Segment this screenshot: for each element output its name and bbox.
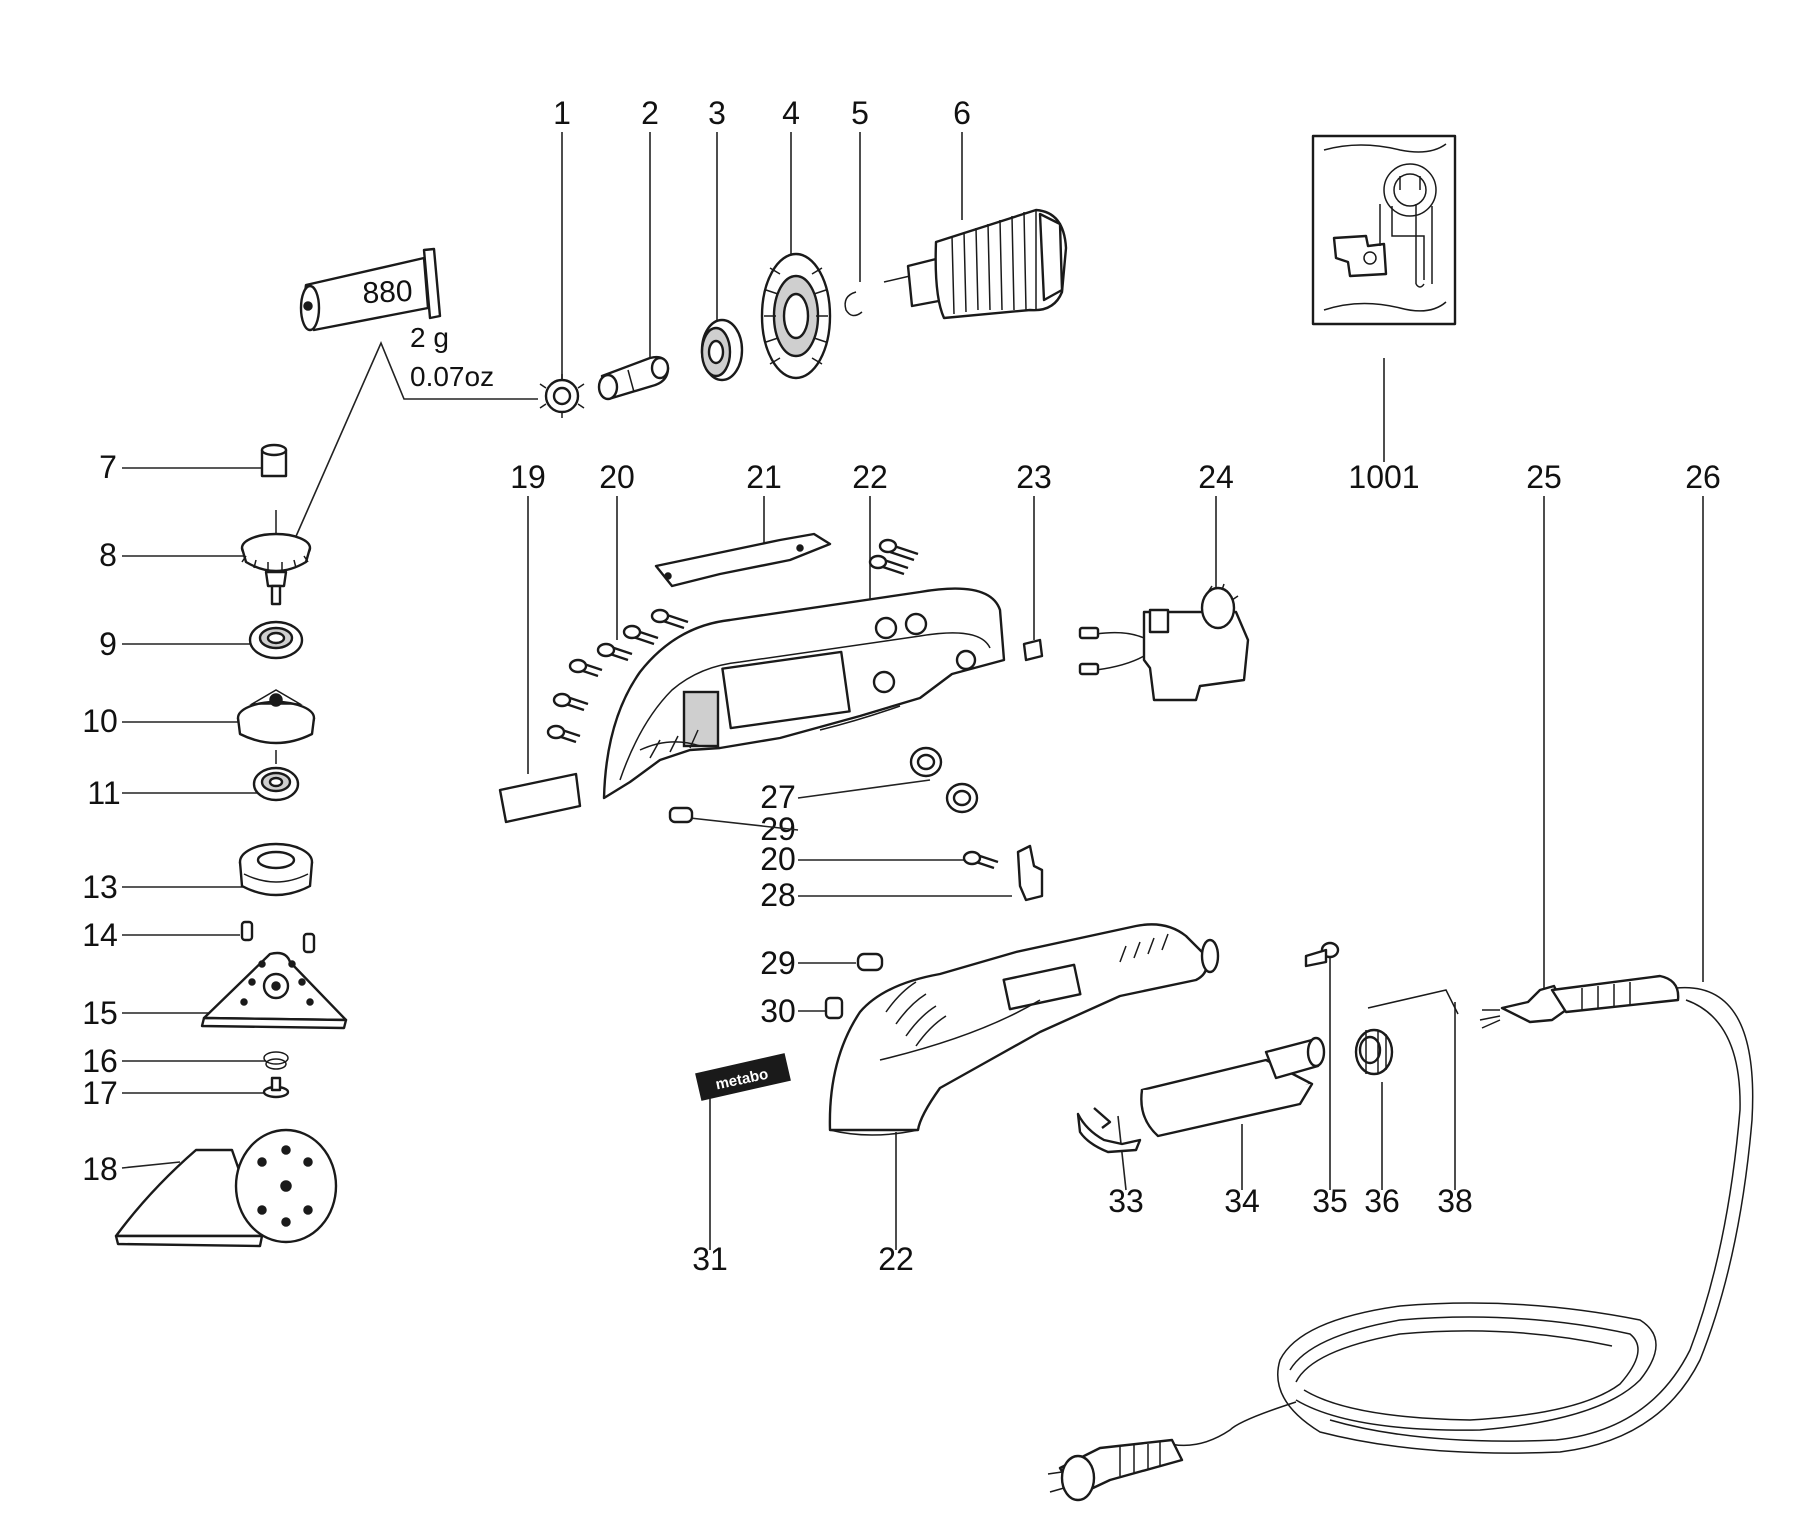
part-33-clip (1076, 1107, 1142, 1154)
label-16: 16 (82, 1043, 118, 1079)
part-7-sleeve (260, 443, 288, 478)
tube-weight-oz: 0.07oz (410, 361, 494, 392)
part-15-sanding-pad (200, 951, 348, 1030)
label-9: 9 (99, 626, 117, 662)
label-26: 26 (1685, 459, 1721, 495)
label-22-top: 22 (852, 459, 888, 495)
part-23-nut (1022, 638, 1044, 662)
part-21-contact-plate (654, 532, 832, 588)
part-20-screws (546, 538, 999, 870)
label-4: 4 (782, 95, 800, 131)
part-9-bearing (248, 620, 304, 660)
tube-weight-g: 2 g (410, 322, 449, 353)
label-3: 3 (708, 95, 726, 131)
label-17: 17 (82, 1075, 118, 1111)
label-1001: 1001 (1348, 459, 1419, 495)
label-23: 23 (1016, 459, 1052, 495)
label-7: 7 (99, 449, 117, 485)
part-29-pin-top (668, 806, 694, 824)
label-29-bottom: 29 (760, 945, 796, 981)
part-1001-wiring-diagram (1311, 134, 1457, 326)
label-14: 14 (82, 917, 118, 953)
part-14-pins (240, 920, 316, 954)
label-20-top: 20 (599, 459, 635, 495)
label-5: 5 (851, 95, 869, 131)
part-36-nut-ring (1354, 1028, 1394, 1076)
label-13: 13 (82, 869, 118, 905)
part-31-logo-plate: metabo (695, 1053, 791, 1101)
part-17-screw (262, 1076, 290, 1099)
label-2: 2 (641, 95, 659, 131)
part-38-hex-key (1367, 989, 1459, 1015)
part-10-eccentric (236, 689, 316, 764)
grease-tube: 880 2 g 0.07oz (299, 247, 494, 392)
part-6-armature (883, 208, 1068, 320)
part-13-fan-housing (238, 842, 314, 897)
label-21: 21 (746, 459, 782, 495)
part-2-spindle (597, 355, 670, 401)
part-19-label (498, 772, 582, 824)
label-15: 15 (82, 995, 118, 1031)
label-8: 8 (99, 537, 117, 573)
part-34-dust-adapter (1140, 1036, 1326, 1138)
part-35-screw (1304, 941, 1340, 968)
label-1: 1 (553, 95, 571, 131)
leader-lines (121, 132, 1704, 1250)
label-27: 27 (760, 779, 796, 815)
part-1-pinion (539, 374, 585, 418)
part-25-cord-strain-relief (1479, 974, 1680, 1029)
part-24-switch (1078, 583, 1250, 702)
label-19: 19 (510, 459, 546, 495)
label-25: 25 (1526, 459, 1562, 495)
label-6: 6 (953, 95, 971, 131)
part-28-bracket (1016, 844, 1044, 902)
tube-number: 880 (362, 275, 414, 311)
part-4-fan (760, 252, 832, 380)
part-22-housing-half (602, 587, 1006, 800)
part-27-rings (909, 746, 979, 814)
label-28: 28 (760, 877, 796, 913)
part-11-bearing (252, 766, 300, 802)
label-10: 10 (82, 703, 118, 739)
part-29-pin-bottom (856, 952, 884, 972)
part-18-sanding-sheet (114, 1128, 338, 1248)
part-22-housing-cover (828, 923, 1220, 1136)
part-30-pin (824, 996, 844, 1020)
label-11: 11 (87, 775, 120, 811)
part-16-spring-washer (263, 1051, 289, 1070)
label-30: 30 (760, 993, 796, 1029)
label-20-bottom: 20 (760, 841, 796, 877)
part-5-clip (844, 291, 863, 317)
part-26-power-cord (1047, 986, 1754, 1502)
label-18: 18 (82, 1151, 118, 1187)
part-3-bearing (700, 318, 744, 382)
label-24: 24 (1198, 459, 1234, 495)
part-8-bevel-gear (240, 510, 312, 606)
